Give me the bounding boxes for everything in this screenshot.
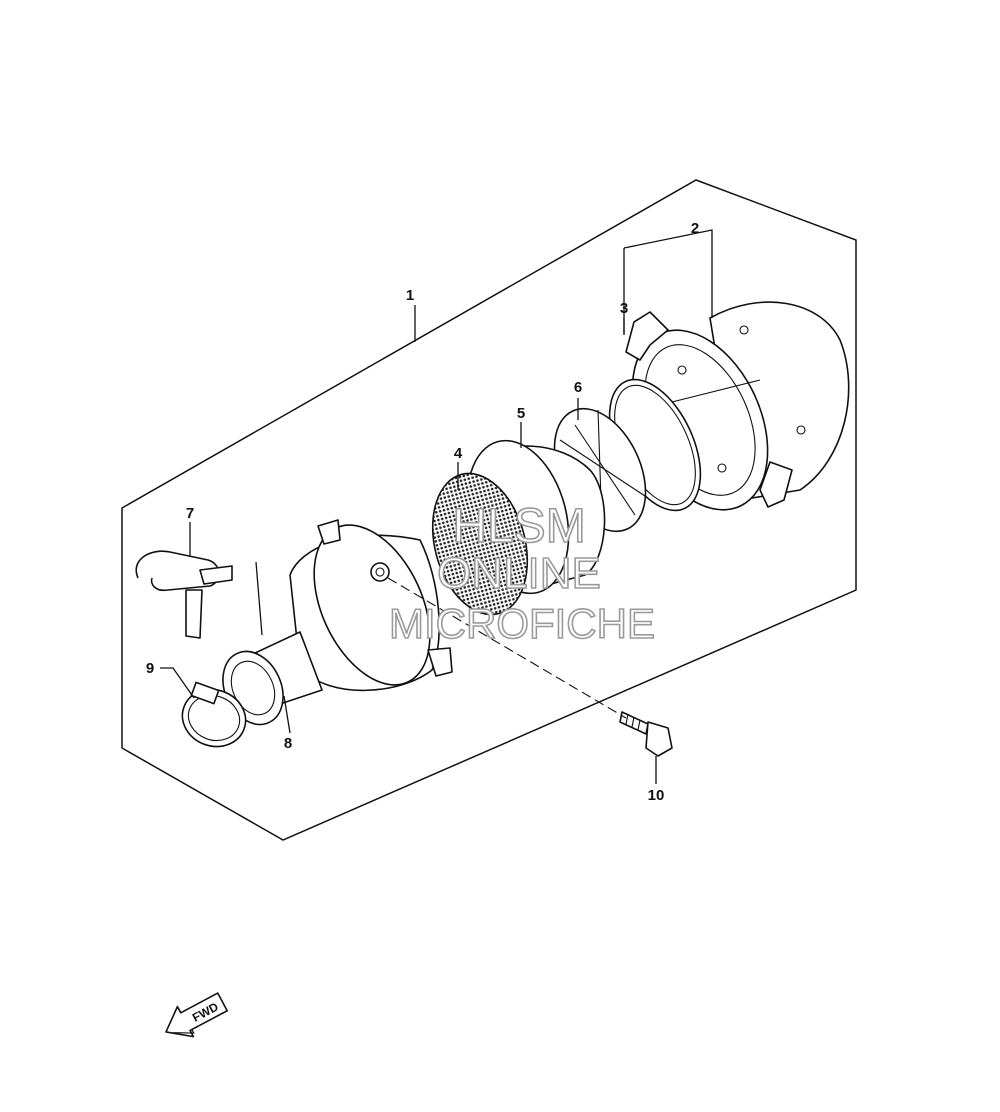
watermark-line-1: HLSM bbox=[452, 500, 585, 553]
hose-part[interactable] bbox=[135, 550, 233, 639]
assembly-frame bbox=[121, 179, 857, 841]
callout-7: 7 bbox=[186, 505, 194, 522]
leader-lines bbox=[160, 229, 713, 784]
callout-9: 9 bbox=[146, 660, 154, 677]
callout-2: 2 bbox=[691, 220, 699, 237]
callout-4: 4 bbox=[454, 445, 463, 462]
hose-clamp-part[interactable] bbox=[174, 681, 253, 756]
callout-8: 8 bbox=[284, 735, 292, 752]
callout-10: 10 bbox=[648, 787, 665, 804]
callout-5: 5 bbox=[517, 405, 525, 422]
callout-1: 1 bbox=[406, 287, 414, 304]
fwd-arrow-icon: FWD bbox=[165, 992, 228, 1038]
mesh-screen-part[interactable] bbox=[418, 463, 542, 625]
watermark-line-3: MICROFICHE bbox=[389, 600, 655, 647]
bolt-part[interactable] bbox=[619, 711, 673, 757]
watermark: HLSM ONLINE MICROFICHE bbox=[388, 499, 656, 648]
callout-6: 6 bbox=[574, 379, 582, 396]
filter-case-part[interactable] bbox=[605, 301, 850, 531]
assembly-axis-line bbox=[387, 577, 627, 719]
watermark-line-2: ONLINE bbox=[437, 549, 601, 598]
callout-3: 3 bbox=[620, 300, 628, 317]
